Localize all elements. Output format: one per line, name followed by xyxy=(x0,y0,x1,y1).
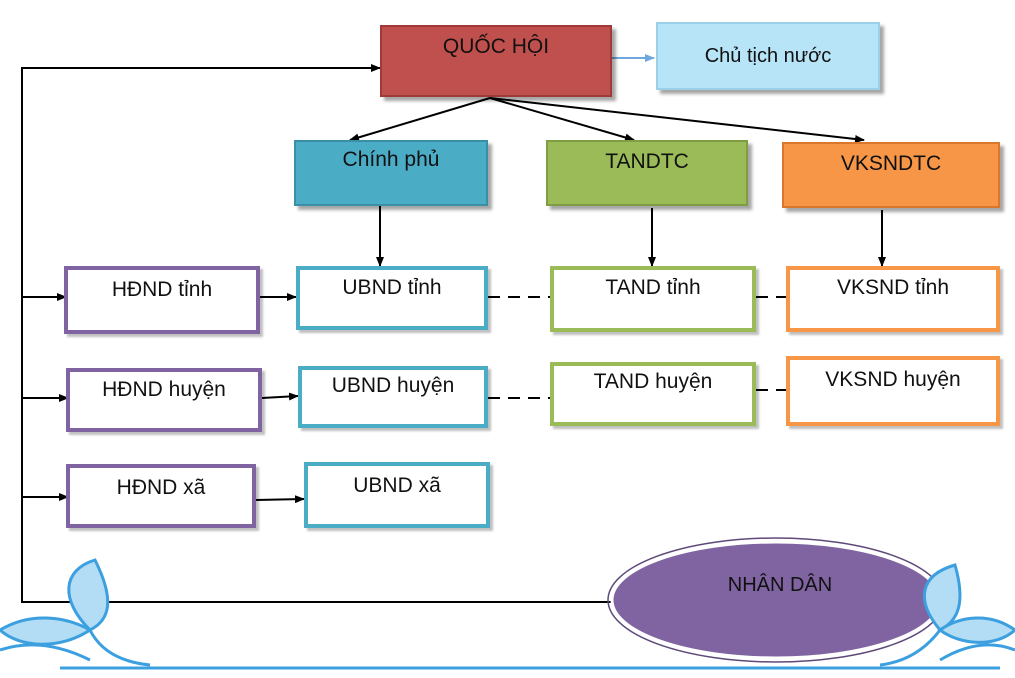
chu-tich-nuoc-box: Chủ tịch nước xyxy=(656,22,880,90)
hdnd-tinh-label: HĐND tỉnh xyxy=(111,278,213,301)
assembly-to-procuracy-arrow xyxy=(489,97,865,143)
vksndtc-label: VKSNDTC xyxy=(840,152,942,175)
chinh-phu-box: Chính phủ xyxy=(294,140,488,206)
decorative-border xyxy=(0,558,1015,670)
assembly-to-government-arrow xyxy=(349,97,491,142)
vksnd-tinh-box: VKSND tỉnh xyxy=(786,266,1000,332)
vksndtc-box: VKSNDTC xyxy=(782,142,1000,208)
ubnd-xa-label: UBND xã xyxy=(353,474,441,497)
nhan-dan-label: NHÂN DÂN xyxy=(727,574,833,596)
vksnd-tinh-label: VKSND tỉnh xyxy=(836,276,950,299)
vksnd-huyen-label: VKSND huyện xyxy=(825,368,961,391)
hdnd-to-ubnd-huyen-arrow xyxy=(261,392,299,401)
tandtc-label: TANDTC xyxy=(605,150,689,173)
assembly-to-court-arrow xyxy=(489,97,635,142)
hdnd-xa-box: HĐND xã xyxy=(66,464,256,528)
hdnd-huyen-label: HĐND huyện xyxy=(102,378,226,401)
tand-tinh-box: TAND tỉnh xyxy=(550,266,756,332)
nhan-dan-ellipse xyxy=(610,540,942,660)
chu-tich-nuoc-label: Chủ tịch nước xyxy=(704,44,832,67)
tand-tinh-label: TAND tỉnh xyxy=(605,276,701,299)
hdnd-tinh-box: HĐND tỉnh xyxy=(64,266,260,334)
ubnd-huyen-label: UBND huyện xyxy=(331,374,455,397)
tand-huyen-box: TAND huyện xyxy=(550,362,756,426)
ubnd-tinh-box: UBND tỉnh xyxy=(296,266,488,330)
quoc-hoi-box: QUỐC HỘI xyxy=(380,25,612,97)
vksnd-huyen-box: VKSND huyện xyxy=(786,356,1000,426)
hdnd-to-ubnd-xa-arrow xyxy=(255,495,305,504)
tand-huyen-label: TAND huyện xyxy=(593,370,713,393)
ubnd-xa-box: UBND xã xyxy=(304,462,490,528)
hdnd-huyen-box: HĐND huyện xyxy=(66,368,262,432)
people-to-assembly-line xyxy=(21,64,612,603)
chinh-phu-label: Chính phủ xyxy=(342,148,440,171)
quoc-hoi-label: QUỐC HỘI xyxy=(442,35,550,58)
ubnd-huyen-box: UBND huyện xyxy=(298,366,488,428)
hdnd-xa-label: HĐND xã xyxy=(116,476,206,499)
tandtc-box: TANDTC xyxy=(546,140,748,206)
ubnd-tinh-label: UBND tỉnh xyxy=(342,276,442,299)
